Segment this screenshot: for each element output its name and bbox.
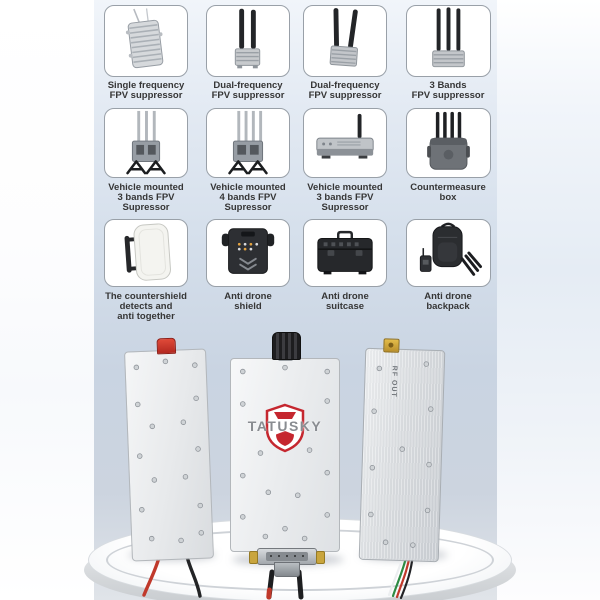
product-card-single-frequency-fpv-suppressor bbox=[104, 5, 188, 77]
caption-line: Anti drone bbox=[224, 291, 272, 302]
product-card-dual-frequency-fpv-suppressor-1 bbox=[206, 5, 290, 77]
product-card-anti-drone-shield bbox=[206, 219, 290, 287]
product-caption: Vehicle mounted 4 bands FPV Supressor bbox=[190, 183, 306, 213]
module-screws bbox=[240, 364, 330, 542]
caption-line: 4 bands FPV bbox=[219, 192, 277, 203]
vehicle-mounted-4-bands-photo bbox=[228, 110, 268, 175]
countershield-photo bbox=[124, 223, 171, 281]
module-screws bbox=[133, 358, 205, 544]
single-frequency-fpv-suppressor-photo bbox=[125, 8, 164, 69]
caption-line: 3 bands FPV bbox=[117, 192, 175, 203]
product-card-vehicle-mounted-3-bands-2 bbox=[303, 108, 387, 178]
caption-line: FPV suppressor bbox=[411, 90, 485, 101]
dual-frequency-fpv-suppressor-photo bbox=[329, 8, 358, 67]
right-margin-band bbox=[497, 0, 600, 600]
caption-line: 3 Bands bbox=[429, 80, 467, 91]
product-card-anti-drone-backpack bbox=[406, 219, 491, 287]
product-caption: Vehicle mounted 3 bands FPV Supressor bbox=[88, 183, 204, 213]
caption-line: Vehicle mounted bbox=[210, 182, 286, 193]
dual-frequency-fpv-suppressor-photo bbox=[234, 8, 261, 69]
module-screws bbox=[368, 361, 434, 548]
rf-module-center: TATUSKY bbox=[230, 332, 340, 577]
product-caption: Anti drone backpack bbox=[390, 292, 506, 312]
attenuator-knob bbox=[272, 332, 301, 360]
caption-line: 3 bands FPV bbox=[316, 192, 374, 203]
caption-line: Supressor bbox=[224, 202, 272, 213]
product-caption: Countermeasure box bbox=[390, 183, 506, 203]
caption-line: backpack bbox=[426, 301, 470, 312]
anti-drone-shield-photo bbox=[221, 228, 275, 274]
tatusky-brand-text: TATUSKY bbox=[247, 418, 323, 434]
caption-line: FPV suppressor bbox=[109, 90, 183, 101]
caption-line: The countershield bbox=[105, 291, 187, 302]
product-caption: 3 Bands FPV suppressor bbox=[390, 81, 506, 101]
caption-line: Dual-frequency bbox=[213, 80, 283, 91]
left-margin-band bbox=[0, 0, 94, 600]
tatusky-logo: TATUSKY bbox=[231, 403, 339, 465]
product-caption: Anti drone suitcase bbox=[287, 292, 403, 312]
rf-module-left bbox=[123, 337, 215, 562]
product-caption: The countershield detects and anti toget… bbox=[88, 292, 204, 322]
product-caption: Dual-frequency FPV suppressor bbox=[190, 81, 306, 101]
caption-line: Anti drone bbox=[321, 291, 369, 302]
rf-module-right: RF OUT bbox=[358, 338, 446, 563]
anti-drone-backpack-photo bbox=[419, 222, 482, 276]
db9-pins bbox=[266, 552, 308, 561]
connector-screw-post bbox=[316, 551, 325, 564]
vehicle-mounted-3-bands-horizontal-photo bbox=[316, 113, 374, 159]
product-card-countershield bbox=[104, 219, 188, 287]
caption-line: suitcase bbox=[325, 301, 365, 312]
caption-line: Anti drone bbox=[424, 291, 472, 302]
product-card-dual-frequency-fpv-suppressor-2 bbox=[303, 5, 387, 77]
caption-line: anti together bbox=[117, 311, 175, 322]
anti-drone-suitcase-photo bbox=[317, 230, 373, 275]
connector-screw-post bbox=[249, 551, 258, 564]
3-bands-fpv-suppressor-photo bbox=[432, 7, 465, 68]
caption-line: Countermeasure bbox=[410, 182, 486, 193]
caption-line: box bbox=[439, 192, 457, 203]
caption-line: Vehicle mounted bbox=[108, 182, 184, 193]
vehicle-mounted-3-bands-photo bbox=[126, 110, 166, 175]
product-card-anti-drone-suitcase bbox=[303, 219, 387, 287]
db9-connector bbox=[249, 548, 325, 565]
countermeasure-box-photo bbox=[427, 111, 470, 170]
connector-backshell bbox=[274, 562, 300, 577]
product-card-vehicle-mounted-4-bands bbox=[206, 108, 290, 178]
product-card-3-bands-fpv-suppressor bbox=[406, 5, 491, 77]
product-card-countermeasure-box bbox=[406, 108, 491, 178]
caption-line: FPV suppressor bbox=[308, 90, 382, 101]
caption-line: shield bbox=[234, 301, 262, 312]
product-card-vehicle-mounted-3-bands-1 bbox=[104, 108, 188, 178]
tatusky-shield-icon bbox=[265, 403, 305, 453]
caption-line: Supressor bbox=[321, 202, 369, 213]
caption-line: FPV suppressor bbox=[211, 90, 285, 101]
caption-line: Vehicle mounted bbox=[307, 182, 383, 193]
caption-line: Single frequency bbox=[107, 80, 185, 91]
product-caption: Single frequency FPV suppressor bbox=[88, 81, 204, 101]
product-caption: Dual-frequency FPV suppressor bbox=[287, 81, 403, 101]
product-caption: Vehicle mounted 3 bands FPV Supressor bbox=[287, 183, 403, 213]
caption-line: detects and bbox=[119, 301, 173, 312]
product-caption: Anti drone shield bbox=[190, 292, 306, 312]
caption-line: Supressor bbox=[122, 202, 170, 213]
caption-line: Dual-frequency bbox=[310, 80, 380, 91]
